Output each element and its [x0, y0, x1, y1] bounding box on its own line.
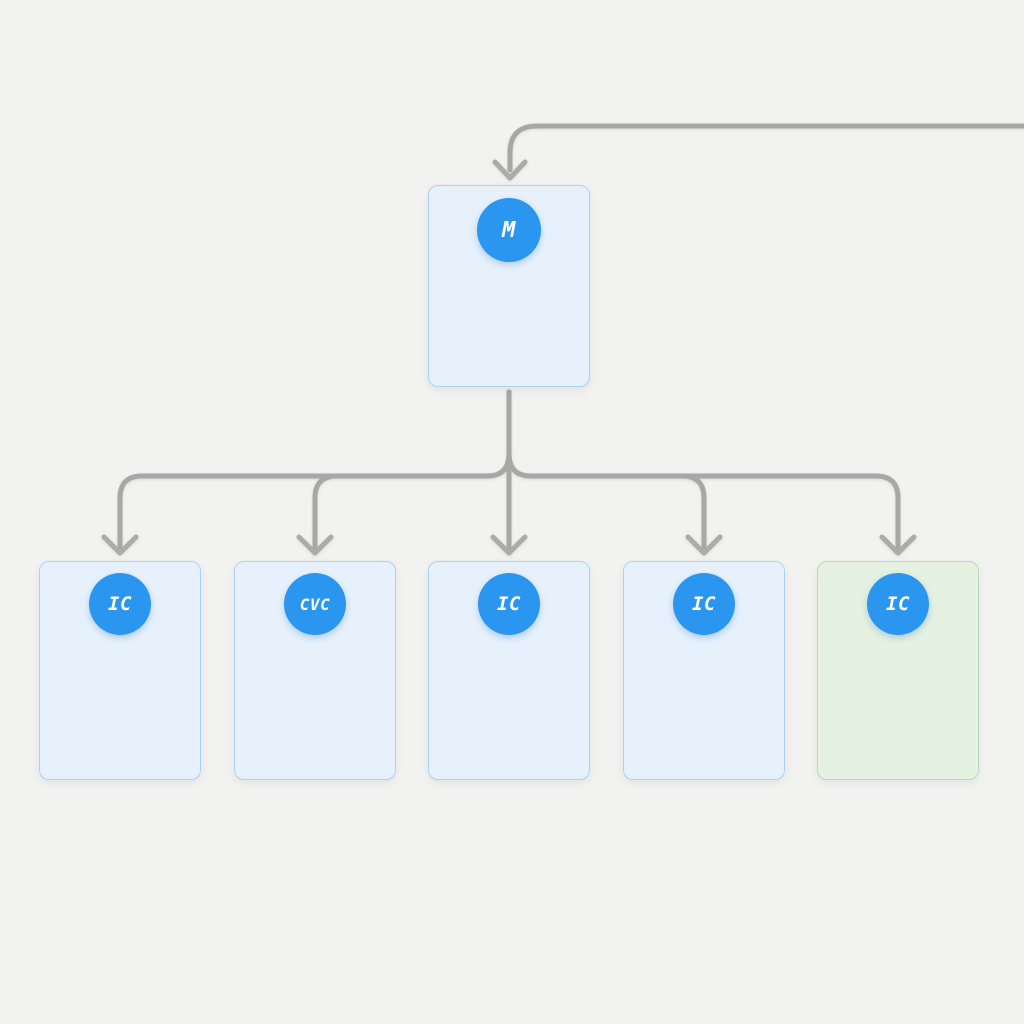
node-child-2[interactable]: CVC: [234, 561, 396, 780]
node-child-4[interactable]: IC: [623, 561, 785, 780]
node-child-5[interactable]: IC: [817, 561, 979, 780]
edge-root-to-child-4: [506, 389, 707, 550]
role-badge: IC: [673, 573, 735, 635]
role-badge: CVC: [284, 573, 346, 635]
node-child-1[interactable]: IC: [39, 561, 201, 780]
node-child-3[interactable]: IC: [428, 561, 590, 780]
role-badge: IC: [867, 573, 929, 635]
edge-root-to-child-2: [312, 389, 512, 550]
arrow-down-icon: [296, 534, 334, 556]
arrow-down-icon: [879, 534, 917, 556]
role-badge: IC: [478, 573, 540, 635]
arrow-down-icon: [490, 534, 528, 556]
edge-incoming-to-root: [507, 123, 1024, 173]
edge-root-to-child-5: [506, 389, 901, 550]
arrow-down-icon: [685, 534, 723, 556]
arrow-down-icon: [492, 159, 528, 181]
role-badge: IC: [89, 573, 151, 635]
arrow-down-icon: [101, 534, 139, 556]
role-badge: M: [477, 198, 541, 262]
node-root[interactable]: M: [428, 185, 590, 387]
